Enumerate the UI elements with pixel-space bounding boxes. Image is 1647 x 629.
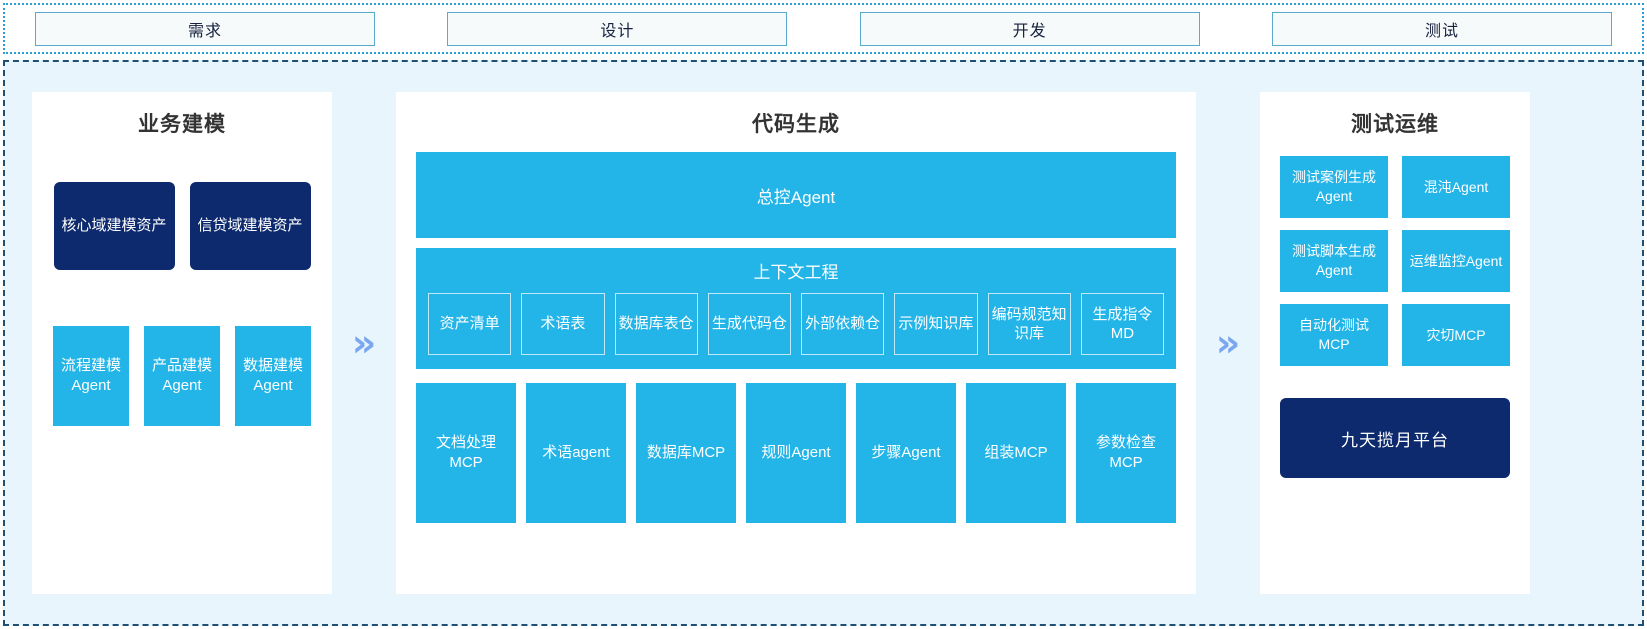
double-chevron-right-icon: » xyxy=(1215,321,1241,365)
platform-card-jiutian-lanyue[interactable]: 九天揽月平台 xyxy=(1280,398,1510,478)
flow-arrow-right: » xyxy=(1196,62,1260,624)
tool-label: 文档处理MCP xyxy=(435,433,496,471)
asset-label: 核心域建模资产 xyxy=(61,216,167,234)
panel-code-generation: 代码生成 总控Agent 上下文工程 资产清单 术语表 xyxy=(396,92,1196,594)
context-cell-generated-code-repo[interactable]: 生成代码仓 xyxy=(707,293,791,355)
testops-card-chaos-agent[interactable]: 混沌Agent xyxy=(1402,156,1510,218)
tool-label: 步骤Agent xyxy=(871,443,941,461)
phase-chip-development[interactable]: 开发 xyxy=(859,11,1200,46)
agent-card-process-modeling[interactable]: 流程建模Agent xyxy=(53,326,129,426)
context-cell-label: 资产清单 xyxy=(439,315,500,333)
testops-card-disaster-switch-mcp[interactable]: 灾切MCP xyxy=(1402,304,1510,366)
tool-row: 文档处理MCP 术语agent 数据库MCP 规则Agent 步骤Agent xyxy=(416,383,1176,523)
tool-label: 数据库MCP xyxy=(646,443,726,461)
tool-label: 组装MCP xyxy=(984,443,1048,461)
testops-label: 测试脚本生成Agent xyxy=(1292,243,1376,278)
phase-label: 测试 xyxy=(1424,22,1459,40)
context-cell-db-table-repo[interactable]: 数据库表仓 xyxy=(614,293,698,355)
testops-label: 运维监控Agent xyxy=(1409,252,1503,269)
tool-card-database-mcp[interactable]: 数据库MCP xyxy=(636,383,736,523)
phase-strip: 需求 设计 开发 测试 xyxy=(3,3,1644,54)
agent-card-product-modeling[interactable]: 产品建模Agent xyxy=(144,326,220,426)
context-cell-glossary[interactable]: 术语表 xyxy=(521,293,605,355)
tool-card-document-processing-mcp[interactable]: 文档处理MCP xyxy=(416,383,516,523)
context-cell-example-knowledge-base[interactable]: 示例知识库 xyxy=(894,293,978,355)
master-agent-block[interactable]: 总控Agent xyxy=(416,152,1176,238)
context-cell-label: 示例知识库 xyxy=(898,315,974,333)
phase-chip-design[interactable]: 设计 xyxy=(447,11,788,46)
tool-card-glossary-agent[interactable]: 术语agent xyxy=(526,383,626,523)
context-cell-label: 生成指令MD xyxy=(1092,305,1153,343)
testops-label: 测试案例生成Agent xyxy=(1292,169,1376,204)
context-cell-label: 生成代码仓 xyxy=(711,315,787,333)
testops-card-ops-monitoring-agent[interactable]: 运维监控Agent xyxy=(1402,230,1510,292)
context-cell-label: 编码规范知识库 xyxy=(991,305,1067,343)
agent-label: 数据建模Agent xyxy=(242,356,303,394)
asset-label: 信贷域建模资产 xyxy=(197,216,303,234)
context-cell-label: 外部依赖仓 xyxy=(805,315,881,333)
double-chevron-right-icon: » xyxy=(351,321,377,365)
phase-chip-requirements[interactable]: 需求 xyxy=(35,11,375,46)
testops-label: 自动化测试MCP xyxy=(1299,317,1369,352)
asset-card-core-domain[interactable]: 核心域建模资产 xyxy=(53,182,175,270)
testops-label: 混沌Agent xyxy=(1423,178,1489,195)
tool-label: 术语agent xyxy=(542,443,610,461)
testops-card-test-case-generation-agent[interactable]: 测试案例生成Agent xyxy=(1280,156,1388,218)
phase-label: 设计 xyxy=(600,22,635,40)
context-cell-external-dependency-repo[interactable]: 外部依赖仓 xyxy=(801,293,885,355)
testops-card-test-script-generation-agent[interactable]: 测试脚本生成Agent xyxy=(1280,230,1388,292)
tool-card-assembly-mcp[interactable]: 组装MCP xyxy=(966,383,1066,523)
panel-business-modeling: 业务建模 核心域建模资产 信贷域建模资产 流程建模Agent 产品建模Agent… xyxy=(32,92,332,594)
panel-title-code-generation: 代码生成 xyxy=(752,113,840,136)
agent-label: 产品建模Agent xyxy=(151,356,212,394)
context-cell-label: 术语表 xyxy=(540,315,586,333)
main-dashed-area: 业务建模 核心域建模资产 信贷域建模资产 流程建模Agent 产品建模Agent… xyxy=(3,60,1644,626)
tool-card-step-agent[interactable]: 步骤Agent xyxy=(856,383,956,523)
context-cell-asset-list[interactable]: 资产清单 xyxy=(428,293,512,355)
test-ops-grid: 测试案例生成Agent 混沌Agent 测试脚本生成Agent 运维监控Agen… xyxy=(1280,156,1510,366)
tool-card-parameter-check-mcp[interactable]: 参数检查MCP xyxy=(1076,383,1176,523)
panel-title-business-modeling: 业务建模 xyxy=(138,113,226,136)
panel-test-operations: 测试运维 测试案例生成Agent 混沌Agent 测试脚本生成Agent 运维监… xyxy=(1260,92,1530,594)
tool-label: 规则Agent xyxy=(761,443,831,461)
tool-label: 参数检查MCP xyxy=(1095,433,1156,471)
agent-label: 流程建模Agent xyxy=(60,356,121,394)
context-engineering-block: 上下文工程 资产清单 术语表 数据库表仓 生成代码仓 xyxy=(416,248,1176,369)
context-cell-label: 数据库表仓 xyxy=(618,315,694,333)
platform-label: 九天揽月平台 xyxy=(1341,430,1449,450)
tool-card-rule-agent[interactable]: 规则Agent xyxy=(746,383,846,523)
context-cell-row: 资产清单 术语表 数据库表仓 生成代码仓 外部依赖仓 xyxy=(428,293,1164,355)
master-agent-label: 总控Agent xyxy=(756,187,836,207)
context-engineering-title: 上下文工程 xyxy=(753,263,839,282)
panel-title-test-operations: 测试运维 xyxy=(1351,113,1439,136)
business-asset-row: 核心域建模资产 信贷域建模资产 xyxy=(53,182,311,270)
phase-label: 开发 xyxy=(1012,22,1047,40)
code-generation-body: 总控Agent 上下文工程 资产清单 术语表 数据库表仓 xyxy=(396,142,1196,523)
flow-arrow-left: » xyxy=(332,62,396,624)
agent-card-data-modeling[interactable]: 数据建模Agent xyxy=(235,326,311,426)
testops-card-automated-test-mcp[interactable]: 自动化测试MCP xyxy=(1280,304,1388,366)
context-cell-generation-instruction-md[interactable]: 生成指令MD xyxy=(1080,293,1164,355)
phase-label: 需求 xyxy=(187,22,222,40)
testops-label: 灾切MCP xyxy=(1426,326,1486,343)
phase-chip-testing[interactable]: 测试 xyxy=(1271,11,1612,46)
asset-card-credit-domain[interactable]: 信贷域建模资产 xyxy=(189,182,311,270)
context-cell-coding-standard-knowledge-base[interactable]: 编码规范知识库 xyxy=(987,293,1071,355)
business-agent-row: 流程建模Agent 产品建模Agent 数据建模Agent xyxy=(53,326,311,426)
